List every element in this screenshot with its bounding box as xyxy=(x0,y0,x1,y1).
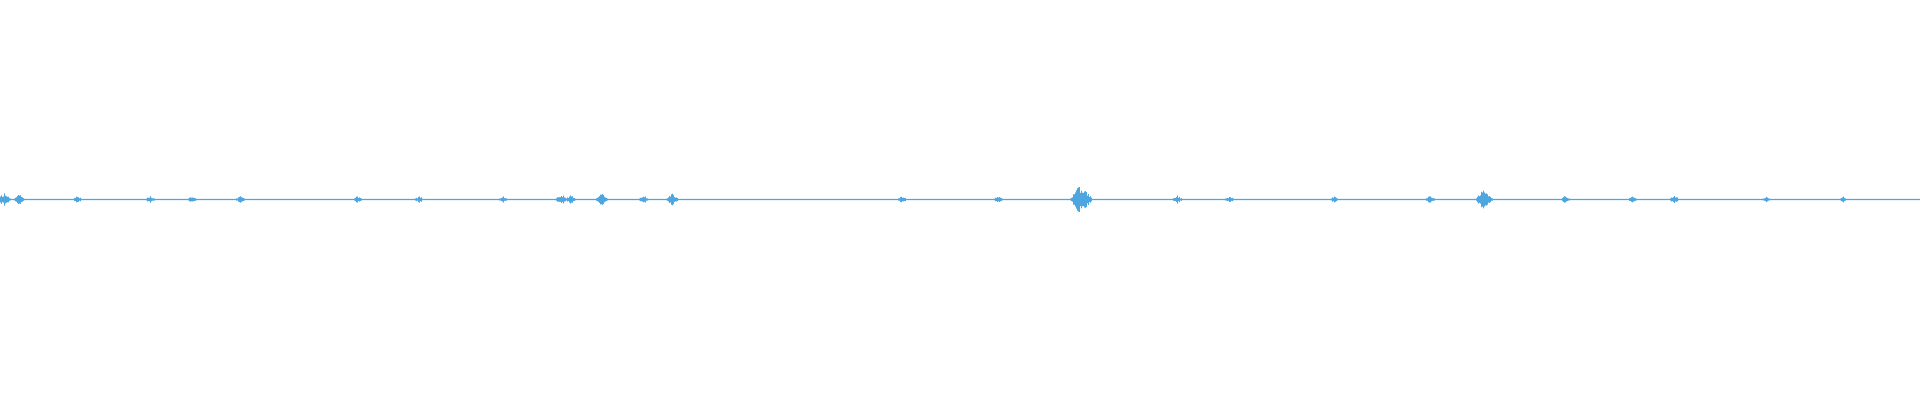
waveform-samples xyxy=(0,187,1920,212)
